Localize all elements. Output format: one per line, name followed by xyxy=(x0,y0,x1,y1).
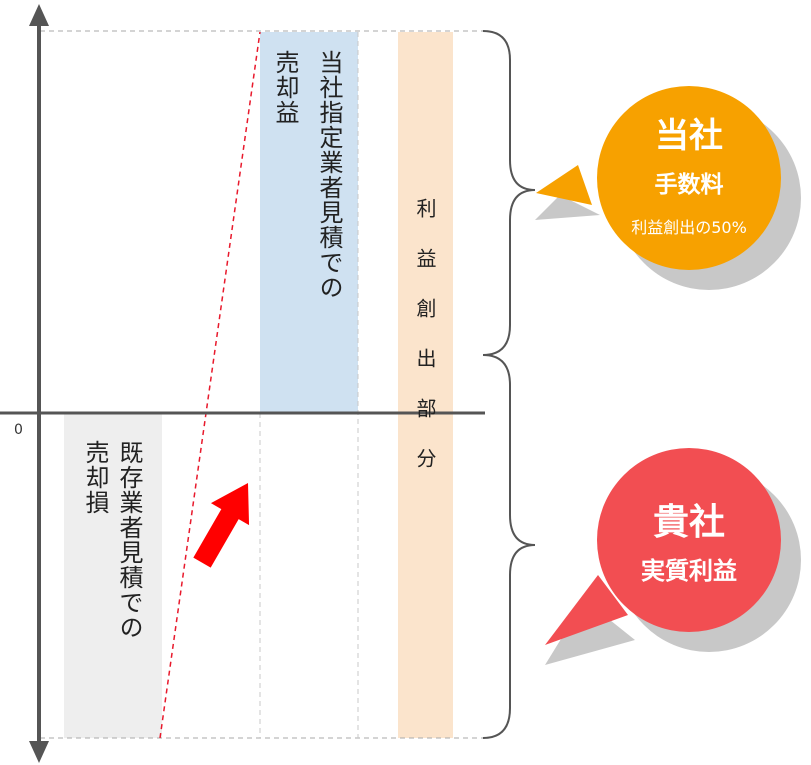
company-bubble-subtitle: 手数料 xyxy=(654,172,724,198)
trend-line xyxy=(159,31,261,739)
profit-bar-label: 利益創出部分 xyxy=(413,198,437,498)
company-bubble-title: 当社 xyxy=(655,116,723,156)
company-bubble xyxy=(535,86,801,290)
loss-bar xyxy=(64,413,162,738)
zero-label: 0 xyxy=(14,422,23,438)
axis-up-arrow-icon xyxy=(29,4,49,26)
gain-bar xyxy=(260,32,358,413)
gain-bar-label: 当社指定業者見積での 売却益 xyxy=(271,50,343,300)
lower-brace xyxy=(482,354,536,739)
upper-brace xyxy=(482,30,536,356)
client-bubble xyxy=(545,448,801,665)
company-bubble-note: 利益創出の50% xyxy=(631,218,747,237)
axis-down-arrow-icon xyxy=(29,741,49,763)
client-bubble-title: 貴社 xyxy=(652,502,725,543)
loss-bar-label: 既存業者見積での 売却損 xyxy=(81,440,143,640)
up-arrow-icon xyxy=(193,482,250,568)
profit-bar xyxy=(398,32,453,738)
client-bubble-subtitle: 実質利益 xyxy=(641,557,737,585)
